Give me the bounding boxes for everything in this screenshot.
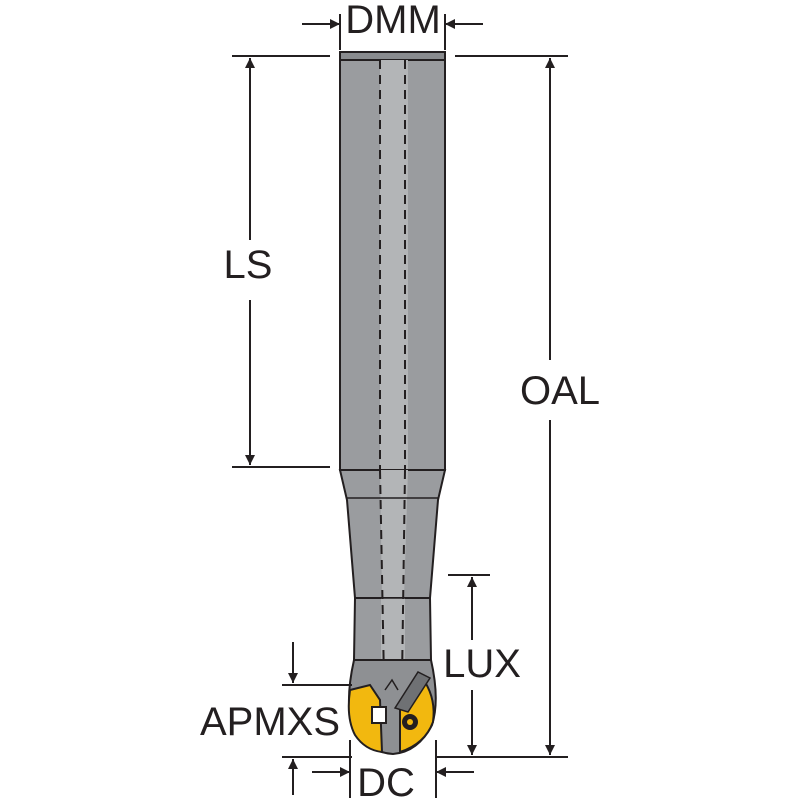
insert-screw-left (371, 706, 387, 724)
label-oal: OAL (520, 369, 600, 413)
label-dc: DC (357, 761, 415, 800)
label-dmm: DMM (345, 0, 441, 42)
chip-gullet (393, 671, 432, 713)
lower-neck-highlight (381, 598, 405, 660)
coolant-channel (379, 60, 406, 681)
tool-body (338, 51, 447, 756)
insert-left (347, 683, 384, 754)
label-ls: LS (224, 243, 273, 287)
neck-highlight (380, 470, 408, 598)
label-apmxs: APMXS (200, 700, 340, 744)
shank-highlight (380, 60, 408, 470)
shank-top-chamfer (339, 51, 446, 61)
dimension-lines (232, 14, 568, 798)
label-lux: LUX (443, 642, 521, 686)
